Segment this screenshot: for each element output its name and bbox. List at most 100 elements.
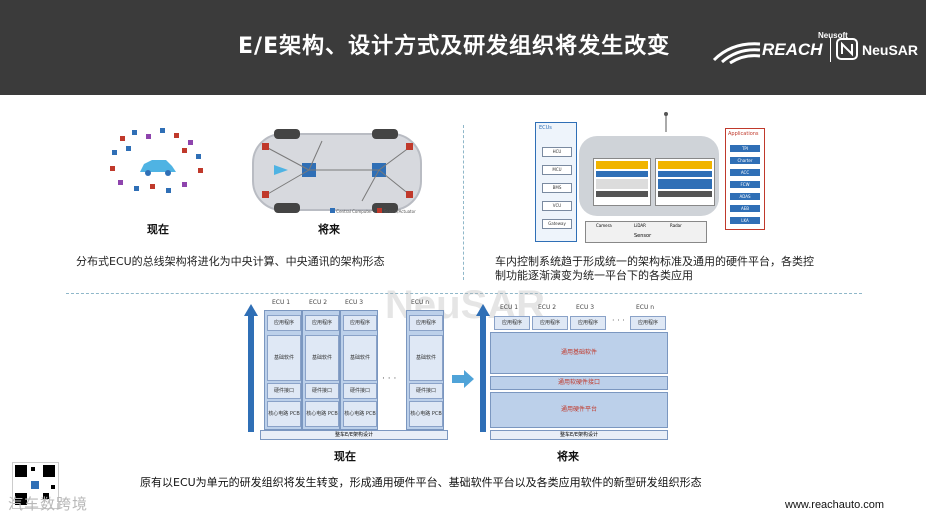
ecu-square: [188, 140, 193, 145]
bottom-description: 原有以ECU为单元的研发组织将发生转变，形成通用硬件平台、基础软件平台以及各类应…: [140, 476, 702, 489]
ecu-item: HCU: [542, 147, 572, 157]
app-item: ACC: [730, 169, 760, 176]
ecu-col-label: ECU 2: [309, 299, 328, 306]
figure-legend: Central Computer Sensor/Actuator: [330, 208, 416, 214]
footer-watermark: 汽车数跨境: [8, 495, 89, 513]
ecu-square: [182, 182, 187, 187]
future-ecu-label: ECU 3: [576, 304, 595, 311]
app-item: TPI: [730, 145, 760, 152]
app-item: ADAS: [730, 193, 760, 200]
apps-title: Applications: [728, 131, 759, 137]
ecu-item: Gateway: [542, 219, 572, 229]
ecu-square: [126, 146, 131, 151]
cell: 核心电路 PCB: [343, 401, 377, 427]
cell: 核心电路 PCB: [409, 401, 443, 427]
legend-item: Central Computer: [336, 209, 373, 214]
now-caption-bottom: 现在: [334, 450, 356, 463]
sensor-panel: Camera LiDAR Radar Sensor: [585, 221, 707, 243]
ecu-square: [198, 168, 203, 173]
neusar-logo-text: NeuSAR: [862, 42, 919, 58]
reach-logo-text: REACH: [762, 40, 823, 59]
rd-organization-figure: ECU 1 ECU 2 ECU 3 ECU n 应用程序 基础软件 硬件接口 核…: [238, 298, 678, 440]
legend-item: Sensor/Actuator: [383, 209, 416, 214]
common-base-software: 通用基础软件: [490, 332, 668, 374]
qr-code-icon: [12, 462, 59, 509]
future-ecu-label: ECU n: [636, 304, 655, 311]
future-ecu-label: ECU 2: [538, 304, 557, 311]
ecu-square: [134, 186, 139, 191]
app-item: Charter: [730, 157, 760, 164]
sensor-item: Radar: [670, 223, 682, 228]
ellipsis: · · ·: [612, 316, 625, 325]
ecu-square: [110, 166, 115, 171]
wheel: [274, 129, 300, 139]
left-description: 分布式ECU的总线架构将进化为中央计算、中央通讯的架构形态: [76, 255, 385, 268]
ecus-panel: ECUs HCU MCU BMS VCU Gateway: [535, 122, 577, 242]
cell: 应用程序: [343, 315, 377, 331]
ecu-square: [150, 184, 155, 189]
sensor-item: Camera: [596, 223, 612, 228]
wheel: [274, 203, 300, 213]
base-bar-now: 整车E/E架构设计: [260, 430, 448, 440]
unified-platform-figure: ECUs HCU MCU BMS VCU Gateway Application…: [535, 112, 765, 243]
connection-lines: [262, 140, 413, 202]
ecu-column: 应用程序 基础软件 硬件接口 核心电路 PCB: [406, 310, 444, 430]
common-hw-sw-interface: 通用软硬件接口: [490, 376, 668, 390]
car-body-platform: [579, 136, 719, 216]
wheel: [372, 129, 398, 139]
ecu-square: [174, 133, 179, 138]
cell: 硬件接口: [343, 383, 377, 399]
sensor-label: Sensor: [634, 233, 652, 239]
ecu-square: [120, 136, 125, 141]
ecus-title: ECUs: [539, 125, 552, 131]
vertical-divider: [463, 125, 464, 280]
common-hardware-platform: 通用硬件平台: [490, 392, 668, 428]
cell: 应用程序: [305, 315, 339, 331]
ecu-column: 应用程序 基础软件 硬件接口 核心电路 PCB: [264, 310, 302, 430]
reach-swoosh-icon: [712, 42, 761, 64]
cell: 基础软件: [343, 335, 377, 381]
app-item: LKA: [730, 217, 760, 224]
cell: 基础软件: [409, 335, 443, 381]
right-arrow-icon: [452, 370, 474, 388]
future-caption-top: 将来: [318, 223, 340, 236]
ecu-column: 应用程序 基础软件 硬件接口 核心电路 PCB: [302, 310, 340, 430]
cell: 硬件接口: [267, 383, 301, 399]
up-arrow-right-icon: [476, 304, 490, 432]
app-item: FCW: [730, 181, 760, 188]
adaptive-platform-panel: [655, 158, 715, 206]
ellipsis: · · ·: [382, 374, 397, 384]
ecu-item: BMS: [542, 183, 572, 193]
cell: 基础软件: [267, 335, 301, 381]
ecu-column: 应用程序 基础软件 硬件接口 核心电路 PCB: [340, 310, 378, 430]
ecu-item: MCU: [542, 165, 572, 175]
up-arrow-left-icon: [244, 304, 258, 432]
neusar-logo-icon: [836, 38, 858, 60]
ecu-square: [146, 134, 151, 139]
distributed-ecu-figure: [110, 128, 205, 198]
sensor-item: LiDAR: [634, 223, 646, 228]
wheel: [372, 203, 398, 213]
horizontal-divider: [66, 293, 862, 294]
base-bar-future: 整车E/E架构设计: [490, 430, 668, 440]
neusoft-logo-text: Neusoft: [818, 31, 848, 40]
ecu-col-label: ECU n: [411, 299, 430, 306]
antenna-icon: [664, 112, 668, 132]
centralized-car-figure: [252, 129, 422, 213]
cell: 应用程序: [267, 315, 301, 331]
cell: 基础软件: [305, 335, 339, 381]
right-description-line1: 车内控制系统趋于形成统一的架构标准及通用的硬件平台，各类控: [495, 255, 814, 268]
future-app-cell: 应用程序: [494, 316, 530, 330]
future-caption-bottom: 将来: [557, 450, 579, 463]
ecu-item: VCU: [542, 201, 572, 211]
car-icon: [140, 160, 176, 176]
now-caption-top: 现在: [147, 223, 169, 236]
right-description-line2: 制功能逐渐演变为统一平台下的各类应用: [495, 269, 693, 282]
brand-logos: REACH Neusoft NeuSAR: [712, 31, 919, 68]
ecu-square: [132, 130, 137, 135]
applications-panel: Applications TPI Charter ACC FCW ADAS AE…: [725, 128, 765, 230]
future-app-cell: 应用程序: [570, 316, 606, 330]
ecu-square: [112, 150, 117, 155]
app-item: AEB: [730, 205, 760, 212]
website-url[interactable]: www.reachauto.com: [785, 499, 885, 511]
